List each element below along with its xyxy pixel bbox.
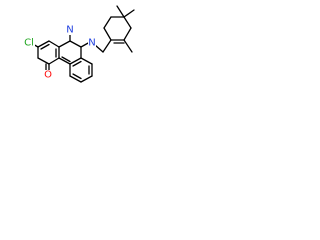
double-bond — [72, 73, 82, 80]
bond — [103, 16, 112, 29]
bond — [37, 57, 50, 65]
label-background — [44, 70, 52, 80]
bond — [48, 40, 60, 48]
label-background — [23, 38, 35, 48]
double-bond — [40, 43, 50, 50]
methylene-bond — [94, 44, 104, 53]
bond — [37, 40, 50, 48]
nitrogen-label: N — [88, 38, 95, 49]
central-ring — [58, 40, 82, 65]
methyl-bond — [123, 39, 133, 53]
bond — [69, 75, 82, 83]
bond — [80, 75, 93, 83]
chlorine-label: Cl — [24, 38, 34, 49]
molecule-structure-diagram: Cl O N N — [23, 5, 135, 83]
bond — [58, 57, 71, 65]
chloro-ring — [37, 40, 60, 65]
methyl-bond — [123, 9, 135, 18]
cyclohexene-ring — [102, 16, 132, 53]
bond — [58, 40, 71, 48]
label-background — [66, 25, 74, 35]
bond — [48, 57, 60, 65]
benzo-ring — [69, 57, 93, 83]
oxygen-label: O — [44, 70, 52, 81]
atom-labels: Cl O N N — [23, 25, 96, 81]
label-background — [88, 38, 96, 48]
bond — [123, 27, 132, 41]
bond — [123, 16, 132, 29]
nitrogen-label: N — [66, 25, 73, 36]
bond — [102, 39, 112, 53]
bond — [80, 57, 93, 65]
double-bond — [61, 56, 71, 63]
bond — [69, 40, 82, 48]
double-bond — [72, 60, 82, 67]
bond — [103, 27, 112, 41]
methyl-bond — [116, 5, 125, 18]
bond — [69, 57, 82, 65]
